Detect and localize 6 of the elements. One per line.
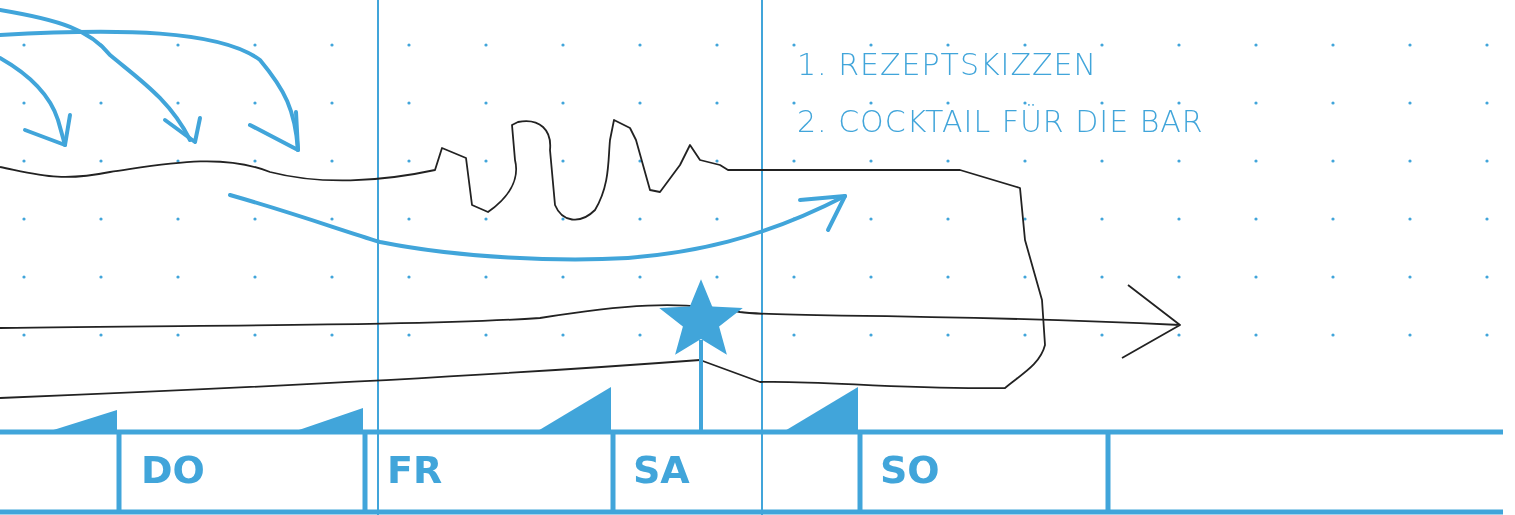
day-label: FR [387, 448, 443, 492]
list-item: 2. COCKTAIL FÜR DIE BAR [797, 104, 1204, 139]
list-item: 1. REZEPTSKIZZEN [797, 47, 1097, 82]
day-label: SA [633, 448, 690, 492]
day-label: SO [880, 448, 940, 492]
day-label: DO [141, 448, 205, 492]
